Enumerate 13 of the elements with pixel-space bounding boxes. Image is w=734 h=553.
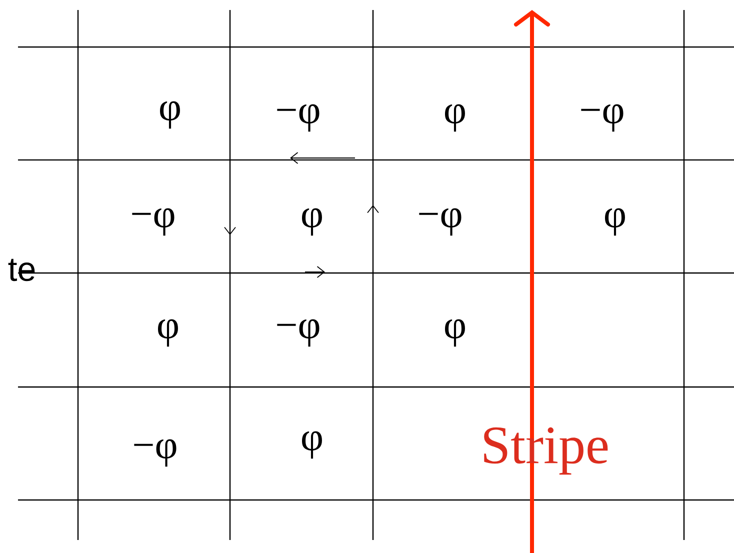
cell-value: φ bbox=[445, 104, 465, 132]
cell-value: φ bbox=[605, 208, 625, 236]
cell-value: −φ bbox=[134, 439, 176, 467]
cell-value: φ bbox=[302, 208, 322, 236]
cell-value: −φ bbox=[277, 319, 320, 347]
cell-value: −φ bbox=[581, 104, 624, 132]
cell-value: φ bbox=[302, 431, 322, 459]
cell-value: φ bbox=[160, 101, 180, 129]
cell-value: φ bbox=[158, 319, 178, 347]
cell-value: −φ bbox=[277, 104, 320, 132]
cell-value: −φ bbox=[419, 208, 462, 236]
cell-value: −φ bbox=[132, 208, 174, 236]
cell-value: φ bbox=[445, 319, 465, 347]
